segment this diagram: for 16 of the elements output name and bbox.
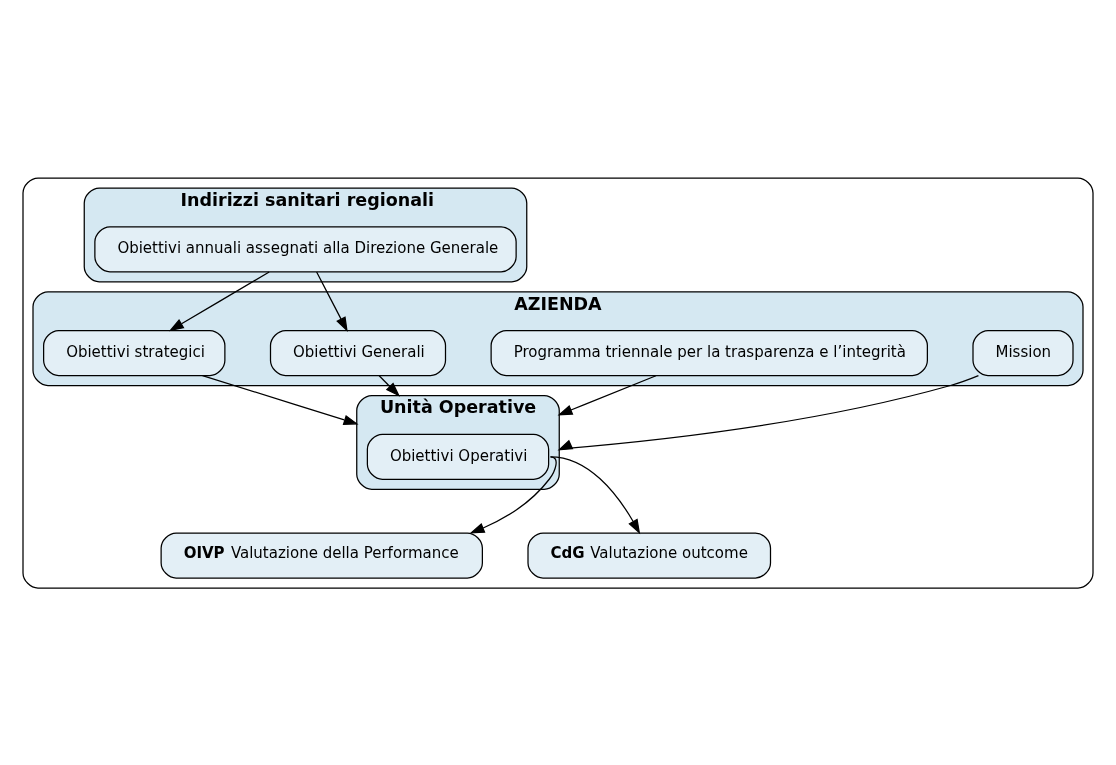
arrow [557,374,980,451]
cluster [22,176,1094,589]
node-box: Programma triennale per la trasparenza e l’integrità [490,329,928,376]
arrow [469,455,557,533]
arrow [549,455,641,534]
node-box: Obiettivi Operativi [366,433,550,480]
arrow [378,374,401,397]
node-box: Obiettivi annuali assegnati alla Direzione Generale [94,225,517,272]
arrow [316,270,348,332]
arrow [557,374,657,415]
node-box: Obiettivi strategici [43,329,226,376]
node-box: Obiettivi Generali [269,329,447,376]
node-box: OIVP Valutazione della Performance [160,531,483,579]
node-box: Mission [972,329,1074,376]
arrow [201,374,359,425]
node-box: CdG Valutazione outcome [527,531,772,579]
